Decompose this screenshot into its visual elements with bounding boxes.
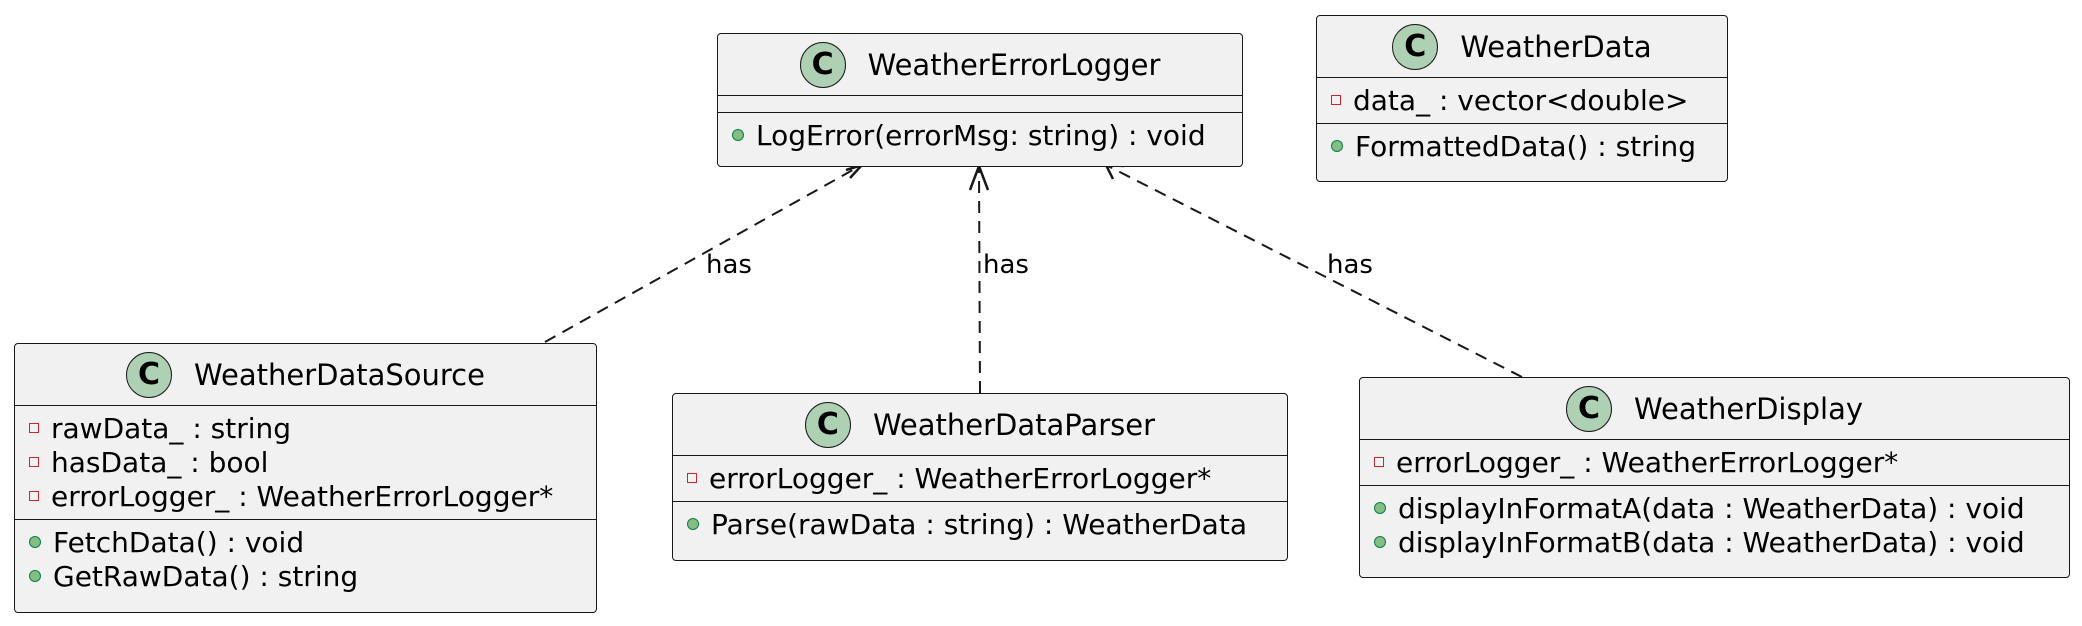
relation-label: has [983,250,1029,280]
attribute: data_ : vector<double> [1317,83,1727,117]
method: LogError(errorMsg: string) : void [718,118,1242,152]
methods-section: FetchData() : void GetRawData() : string [15,519,596,599]
methods-section: displayInFormatA(data : WeatherData) : v… [1360,485,2069,565]
relation-display-logger: has [1103,163,1523,378]
attribute: errorLogger_ : WeatherErrorLogger* [673,461,1287,495]
attribute-text: rawData_ : string [51,411,292,445]
class-name: WeatherDataSource [194,357,485,392]
public-visibility-icon [29,536,41,548]
method-text: LogError(errorMsg: string) : void [756,118,1206,152]
methods-section: FormattedData() : string [1317,123,1727,169]
method: FetchData() : void [15,525,596,559]
relation-label: has [1327,250,1373,280]
attributes-section [718,96,1242,112]
class-header: C WeatherDataParser [673,394,1287,456]
method-text: Parse(rawData : string) : WeatherData [711,507,1247,541]
class-icon: C [1392,23,1439,70]
class-weather-display[interactable]: C WeatherDisplay errorLogger_ : WeatherE… [1359,377,2070,578]
private-visibility-icon [1374,457,1384,467]
public-visibility-icon [29,570,41,582]
attributes-section: data_ : vector<double> [1317,78,1727,123]
class-header: C WeatherData [1317,16,1727,78]
attribute: errorLogger_ : WeatherErrorLogger* [1360,445,2069,479]
attribute: errorLogger_ : WeatherErrorLogger* [15,479,596,513]
attribute: hasData_ : bool [15,445,596,479]
class-weather-error-logger[interactable]: C WeatherErrorLogger LogError(errorMsg: … [717,33,1243,167]
method-text: FetchData() : void [53,525,305,559]
attribute: rawData_ : string [15,411,596,445]
method: Parse(rawData : string) : WeatherData [673,507,1287,541]
attributes-section: errorLogger_ : WeatherErrorLogger* [1360,440,2069,485]
method-text: GetRawData() : string [53,559,359,593]
class-name: WeatherErrorLogger [867,47,1161,82]
class-header: C WeatherDisplay [1360,378,2069,440]
methods-section: LogError(errorMsg: string) : void [718,112,1242,158]
attribute-text: errorLogger_ : WeatherErrorLogger* [51,479,554,513]
class-name: WeatherData [1460,29,1652,64]
private-visibility-icon [29,457,39,467]
class-weather-data[interactable]: C WeatherData data_ : vector<double> For… [1316,15,1728,182]
class-weather-data-parser[interactable]: C WeatherDataParser errorLogger_ : Weath… [672,393,1288,561]
class-weather-data-source[interactable]: C WeatherDataSource rawData_ : string ha… [14,343,597,613]
class-header: C WeatherErrorLogger [718,34,1242,96]
relation-source-logger: has [544,162,867,343]
public-visibility-icon [1374,502,1386,514]
method: FormattedData() : string [1317,129,1727,163]
attribute-text: errorLogger_ : WeatherErrorLogger* [1396,445,1899,479]
attribute-text: data_ : vector<double> [1353,83,1689,117]
attributes-section: errorLogger_ : WeatherErrorLogger* [673,456,1287,501]
method-text: FormattedData() : string [1355,129,1696,163]
method: GetRawData() : string [15,559,596,593]
relation-parser-logger: has [968,162,1029,394]
class-icon: C [1566,385,1612,432]
attribute-text: hasData_ : bool [51,445,269,479]
private-visibility-icon [29,491,39,501]
methods-section: Parse(rawData : string) : WeatherData [673,501,1287,547]
public-visibility-icon [687,518,699,530]
method-text: displayInFormatA(data : WeatherData) : v… [1398,491,2025,525]
attribute-text: errorLogger_ : WeatherErrorLogger* [709,461,1212,495]
method: displayInFormatB(data : WeatherData) : v… [1360,525,2069,559]
public-visibility-icon [1331,140,1343,152]
class-icon: C [126,351,173,398]
attributes-section: rawData_ : string hasData_ : bool errorL… [15,406,596,519]
method: displayInFormatA(data : WeatherData) : v… [1360,491,2069,525]
class-header: C WeatherDataSource [15,344,596,406]
class-name: WeatherDataParser [872,407,1156,442]
public-visibility-icon [1374,536,1386,548]
relation-label: has [706,250,752,280]
method-text: displayInFormatB(data : WeatherData) : v… [1398,525,2025,559]
public-visibility-icon [732,129,744,141]
class-icon: C [799,41,846,88]
class-icon: C [804,401,851,448]
class-name: WeatherDisplay [1634,391,1863,426]
private-visibility-icon [29,423,39,433]
private-visibility-icon [1331,95,1341,105]
private-visibility-icon [687,473,697,483]
